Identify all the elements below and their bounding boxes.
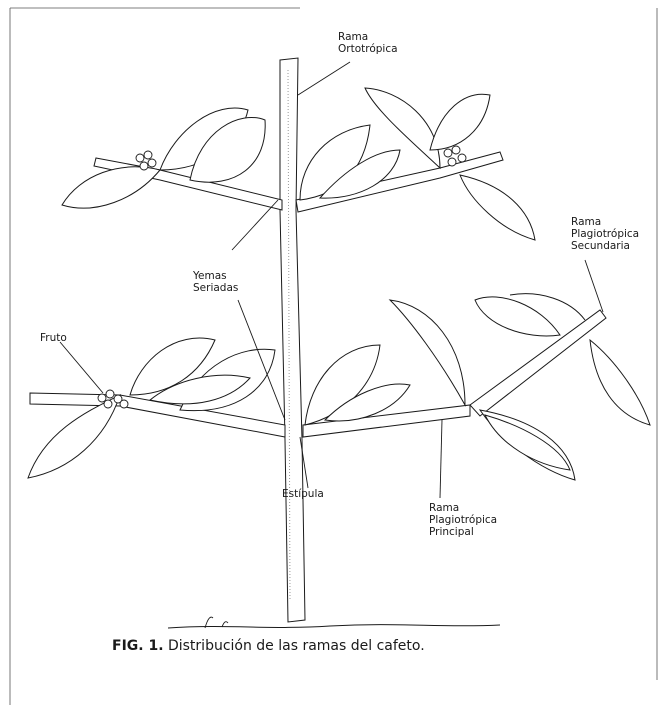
figure-caption-prefix: FIG. 1.: [112, 638, 164, 654]
figure-caption: FIG. 1. Distribución de las ramas del ca…: [112, 638, 425, 654]
figure-caption-text: Distribución de las ramas del cafeto.: [164, 638, 425, 654]
label-rama-ortotropica: Rama Ortotrópica: [338, 31, 398, 55]
label-rama-plagiotropica-secundaria: Rama Plagiotrópica Secundaria: [571, 216, 639, 252]
page-border: [10, 8, 657, 705]
label-estipula: Estípula: [282, 488, 324, 500]
label-yemas-seriadas: Yemas Seriadas: [193, 270, 238, 294]
main-trunk: [280, 58, 305, 622]
label-fruto: Fruto: [40, 332, 67, 344]
label-rama-plagiotropica-principal: Rama Plagiotrópica Principal: [429, 502, 497, 538]
ground-line: [168, 625, 500, 628]
leaves: [28, 88, 650, 480]
